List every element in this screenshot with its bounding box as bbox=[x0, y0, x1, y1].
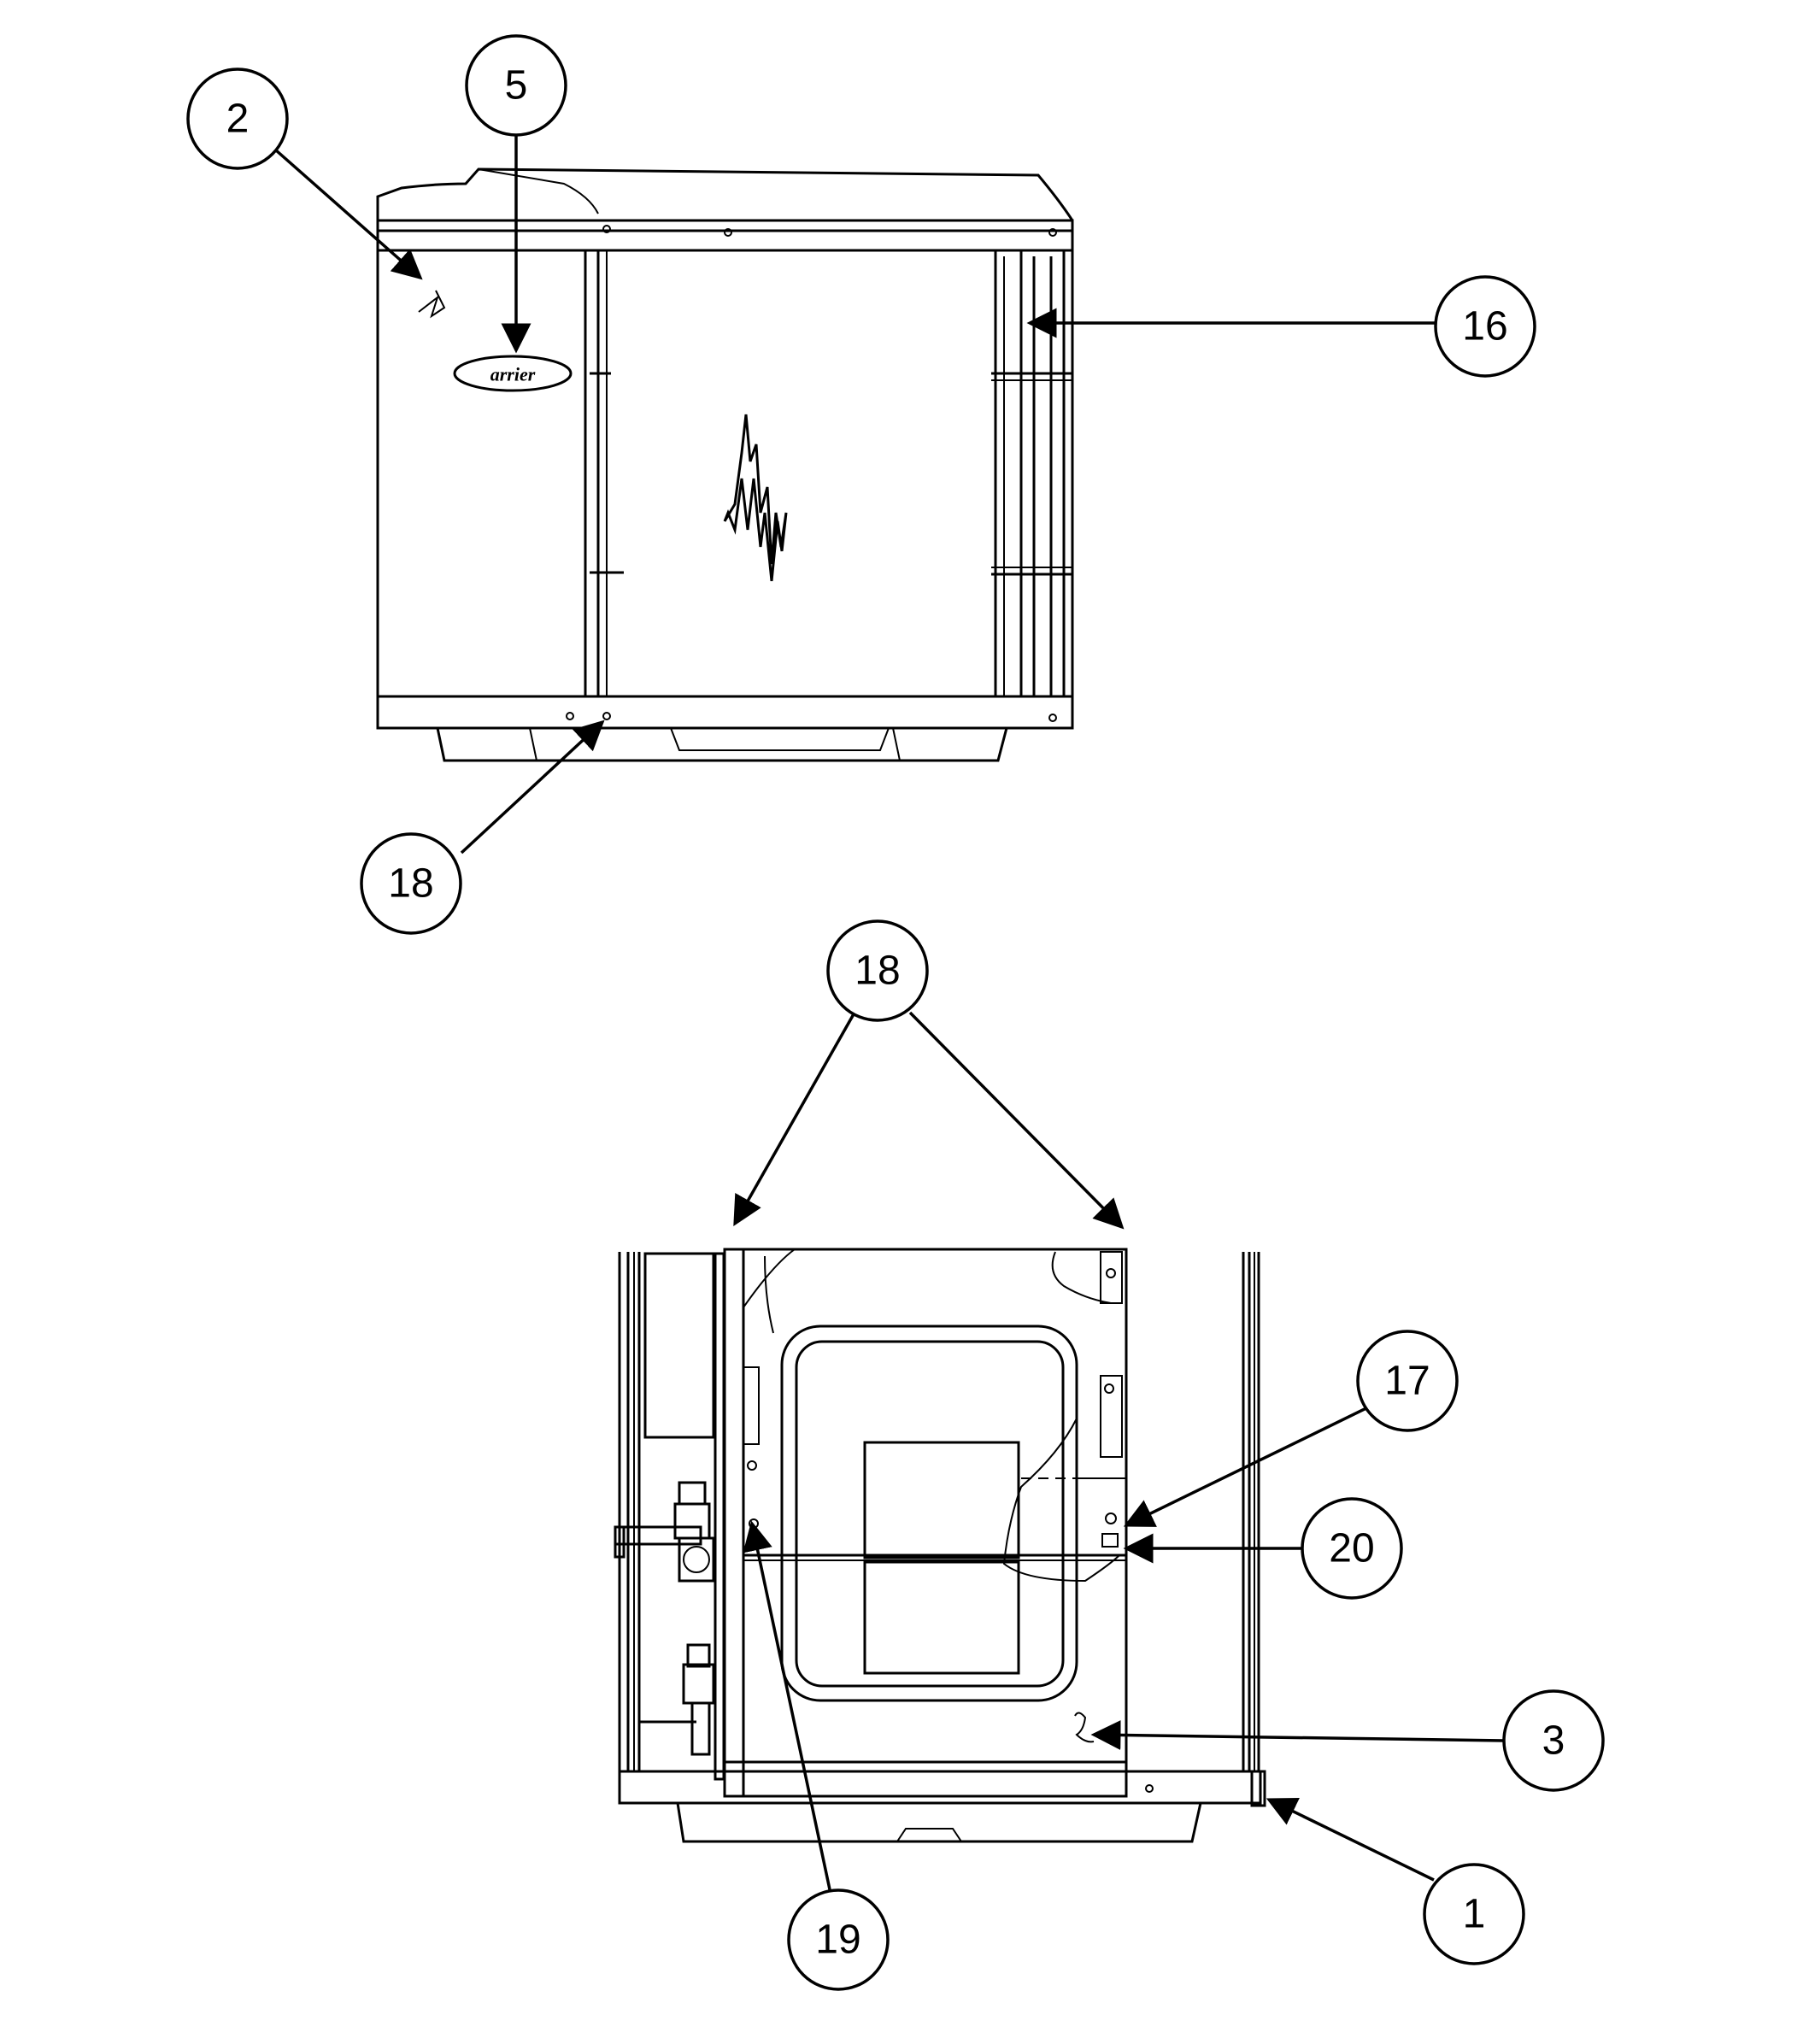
emblem-icon bbox=[723, 414, 788, 582]
svg-text:2: 2 bbox=[226, 97, 250, 142]
svg-text:3: 3 bbox=[1542, 1718, 1565, 1764]
svg-text:20: 20 bbox=[1329, 1526, 1374, 1571]
svg-text:19: 19 bbox=[815, 1918, 860, 1963]
decal-mark bbox=[418, 290, 446, 319]
svg-text:18: 18 bbox=[855, 949, 900, 994]
callout-16: 16 bbox=[1434, 275, 1536, 378]
svg-text:5: 5 bbox=[505, 63, 528, 109]
service-valve-top bbox=[614, 1481, 715, 1583]
callout-3: 3 bbox=[1502, 1689, 1605, 1792]
svg-text:18: 18 bbox=[388, 861, 433, 907]
decal-mark-2 bbox=[1074, 1712, 1095, 1743]
service-valve-bottom bbox=[639, 1643, 715, 1756]
unit-side-view bbox=[614, 1248, 1266, 1843]
brand-logo bbox=[453, 355, 573, 392]
callout-2: 2 bbox=[186, 68, 289, 170]
svg-text:16: 16 bbox=[1462, 304, 1507, 349]
access-panel bbox=[723, 1248, 1128, 1798]
callout-18-bottom: 18 bbox=[826, 919, 929, 1022]
capacitor-block bbox=[863, 1560, 1020, 1675]
brand-logo-text: arrier bbox=[490, 364, 536, 385]
callout-19: 19 bbox=[787, 1888, 890, 1991]
callout-20: 20 bbox=[1301, 1497, 1403, 1600]
svg-text:1: 1 bbox=[1463, 1892, 1486, 1937]
callout-18-top: 18 bbox=[360, 832, 462, 935]
svg-text:17: 17 bbox=[1384, 1359, 1430, 1404]
callout-17: 17 bbox=[1356, 1330, 1459, 1432]
unit-front-view: arrier bbox=[376, 167, 1074, 762]
callout-5: 5 bbox=[465, 34, 567, 137]
callout-1: 1 bbox=[1423, 1863, 1525, 1965]
contactor bbox=[863, 1441, 1020, 1559]
